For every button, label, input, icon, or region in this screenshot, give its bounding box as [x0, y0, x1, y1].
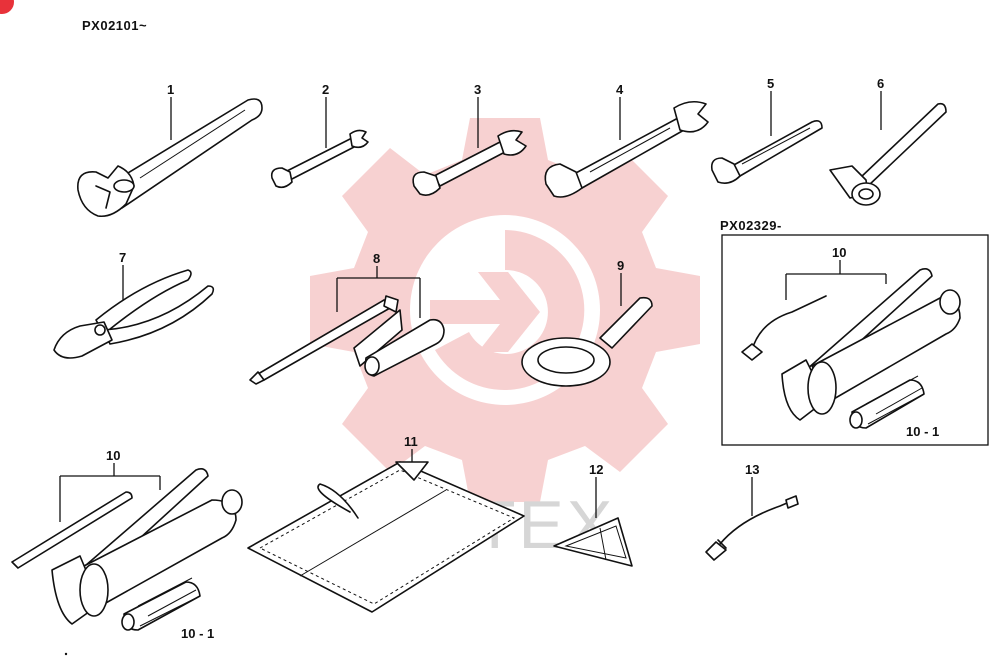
grease-nozzle-icon	[705, 495, 799, 561]
grease-gun-icon	[11, 468, 243, 625]
callout-6: 6	[877, 76, 884, 91]
callout-5: 5	[767, 76, 774, 91]
callout-11: 11	[404, 434, 418, 449]
callout-10-1: 10 - 1	[181, 626, 214, 641]
callout-4: 4	[616, 82, 624, 97]
screwdriver-icon	[249, 295, 445, 385]
serial-number-label: PX02101~	[82, 18, 147, 33]
callout-2: 2	[322, 82, 329, 97]
callout-10-inset: 10	[832, 245, 846, 260]
box-spanner-icon	[829, 102, 947, 206]
callout-13: 13	[745, 462, 759, 477]
callout-7: 7	[119, 250, 126, 265]
offset-wrench-icon	[710, 120, 823, 184]
inset-serial-label: PX02329-	[720, 218, 782, 233]
callout-12: 12	[589, 462, 603, 477]
callout-3: 3	[474, 82, 481, 97]
triangle-bag-icon	[553, 517, 633, 567]
tool-bag-icon	[247, 461, 525, 613]
callout-9: 9	[617, 258, 624, 273]
inset-frame	[721, 234, 989, 446]
callout-10-1-inset: 10 - 1	[906, 424, 939, 439]
grease-gun-icon	[741, 268, 961, 421]
adjustable-wrench-icon	[77, 98, 263, 218]
callout-1: 1	[167, 82, 174, 97]
open-end-wrench-icon	[412, 129, 527, 196]
spanner-ring-icon	[521, 296, 653, 387]
small-open-end-wrench-icon	[270, 129, 369, 189]
pliers-icon	[53, 269, 215, 359]
grease-cap-icon	[849, 375, 925, 429]
large-open-end-wrench-icon	[544, 100, 709, 198]
callout-8: 8	[373, 251, 380, 266]
corner-mark	[0, 0, 14, 14]
grease-cap-icon	[121, 577, 201, 631]
callout-10: 10	[106, 448, 120, 463]
